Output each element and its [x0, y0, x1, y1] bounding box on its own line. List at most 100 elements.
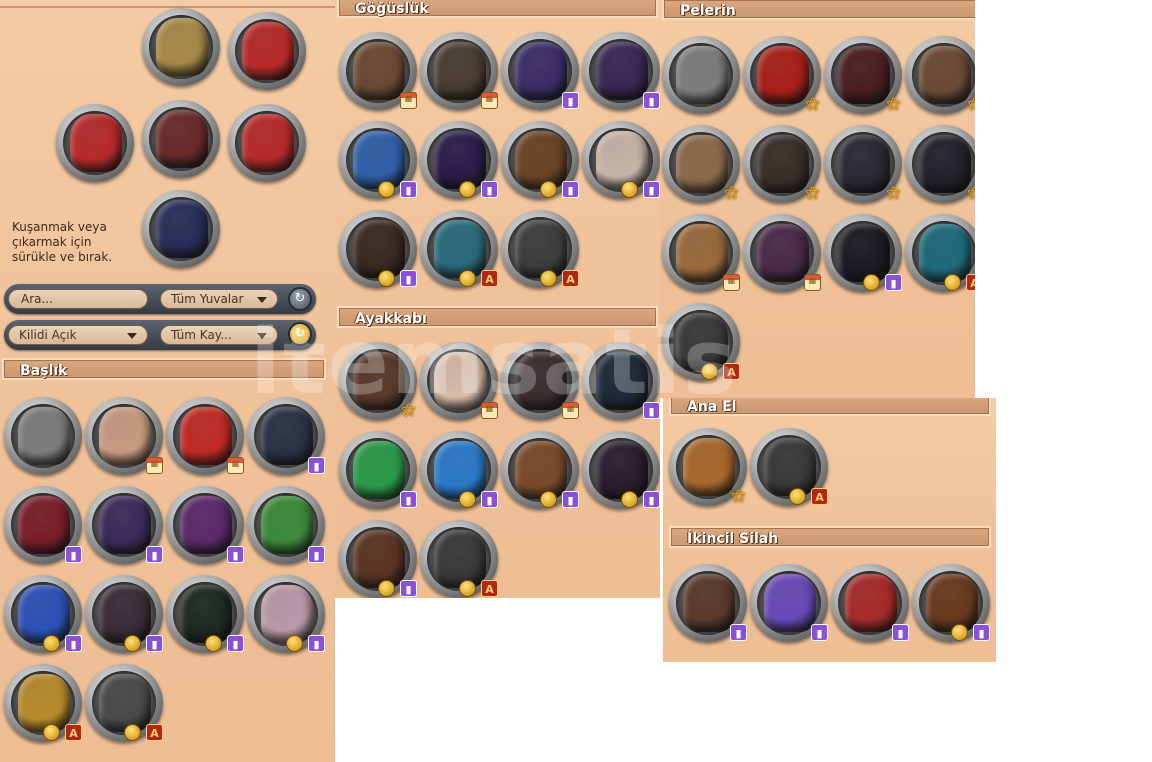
coin-icon: [124, 635, 141, 652]
equipped-banner-right-slot[interactable]: [228, 104, 306, 182]
purple-cap-slot[interactable]: ▮: [166, 486, 244, 564]
sandal-boots-slot[interactable]: ▦: [501, 342, 579, 420]
santa-hat-slot[interactable]: ▦: [166, 397, 244, 475]
white-shirt-slot[interactable]: ▮: [582, 121, 660, 199]
section-header-chest: Göğüslük: [337, 0, 658, 18]
coin-icon: [378, 580, 395, 597]
leather-tunic-slot[interactable]: ▮: [501, 121, 579, 199]
dark-robe-slot[interactable]: ▮: [339, 210, 417, 288]
purple-coat-slot[interactable]: ▮: [501, 32, 579, 110]
fur-cap-slot[interactable]: ▦: [85, 397, 163, 475]
fur-boots-slot[interactable]: ▦: [420, 342, 498, 420]
leather-boots-slot[interactable]: ▮: [339, 520, 417, 598]
green-feather-hat-slot[interactable]: ▮: [166, 575, 244, 653]
reset-sockets-button[interactable]: ↻: [288, 287, 312, 311]
reset-source-button[interactable]: ↻: [288, 322, 312, 346]
equipped-chest-slot[interactable]: [142, 100, 220, 178]
equipped-banner-right-icon: [242, 114, 294, 172]
gold-trim-cape-icon: [838, 224, 890, 282]
refresh-icon: ↻: [294, 291, 306, 306]
brown-boots-slot[interactable]: ⚝: [339, 342, 417, 420]
brown-robe-slot[interactable]: ▦: [339, 32, 417, 110]
brown-sandals-slot[interactable]: ▮: [501, 431, 579, 509]
equipped-cape-slot[interactable]: [228, 12, 306, 90]
equipped-banner-left-slot[interactable]: [56, 104, 134, 182]
dark-dress-slot[interactable]: ▮: [420, 121, 498, 199]
pink-hood-slot[interactable]: ▮: [247, 575, 325, 653]
purple-lantern-slot[interactable]: ▮: [750, 564, 828, 642]
purple-shoes-icon: [596, 441, 648, 499]
sockets-dropdown[interactable]: Tüm Yuvalar: [160, 289, 278, 309]
chevron-down-icon: [257, 297, 267, 303]
blue-gnome-hat-slot[interactable]: ▮: [4, 575, 82, 653]
santa-hat-icon: [180, 407, 232, 465]
search-input[interactable]: Ara...: [8, 289, 148, 309]
hint-line-2: çıkarmak için: [12, 235, 92, 249]
gold-trim-cape-slot[interactable]: ▮: [824, 214, 902, 292]
purple-coat-icon: [515, 42, 567, 100]
coin-icon: [43, 635, 60, 652]
character-panel: Kuşanmak veya çıkarmak için sürükle ve b…: [0, 0, 335, 762]
black-cape-slot[interactable]: ⚝: [905, 125, 975, 203]
source-dropdown[interactable]: Tüm Kay...: [160, 325, 278, 345]
iron-boots-slot[interactable]: A: [420, 520, 498, 598]
green-shoes-slot[interactable]: ▮: [339, 431, 417, 509]
brown-sandals-icon: [515, 441, 567, 499]
feather-hat-slot[interactable]: ▮: [247, 397, 325, 475]
coin-icon: [701, 363, 718, 380]
pirate-hat-slot[interactable]: ▮: [4, 486, 82, 564]
purple-cap-icon: [180, 496, 232, 554]
skeleton-armor-slot[interactable]: ▦: [420, 32, 498, 110]
red-cape-slot[interactable]: ⚝: [743, 36, 821, 114]
dark-red-cape-slot[interactable]: ⚝: [824, 36, 902, 114]
dark-hood-slot[interactable]: ▮: [85, 575, 163, 653]
iron-axe-slot[interactable]: A: [750, 428, 828, 506]
twitch-icon: ▮: [400, 491, 417, 508]
arena-icon: A: [562, 270, 579, 287]
twitch-icon: ▮: [643, 92, 660, 109]
equipped-helmet-slot[interactable]: [142, 8, 220, 86]
basket-cape-slot[interactable]: ▦: [662, 214, 740, 292]
calendar-icon: ▦: [481, 402, 498, 419]
coin-icon: [621, 491, 638, 508]
purple-fur-coat-slot[interactable]: ▮: [582, 32, 660, 110]
twitch-icon: ▮: [562, 92, 579, 109]
purple-shoes-slot[interactable]: ▮: [582, 431, 660, 509]
shadow-cape-icon: [838, 135, 890, 193]
hunt-icon: ⚝: [805, 96, 820, 112]
iron-helm-slot[interactable]: A: [85, 664, 163, 742]
blue-shoes-slot[interactable]: ▮: [420, 431, 498, 509]
hunt-icon: ⚝: [401, 402, 416, 418]
lock-dropdown[interactable]: Kilidi Açık: [8, 325, 148, 345]
locked-helmet-slot[interactable]: [4, 397, 82, 475]
purple-hood-slot[interactable]: ▮: [85, 486, 163, 564]
teal-armor-slot[interactable]: A: [420, 210, 498, 288]
calendar-icon: ▦: [562, 402, 579, 419]
shadow-cape-slot[interactable]: ⚝: [824, 125, 902, 203]
teal-armor-icon: [434, 220, 486, 278]
lute-slot[interactable]: ⚝: [669, 428, 747, 506]
green-gnome-hat-slot[interactable]: ▮: [247, 486, 325, 564]
locked-cape-slot[interactable]: [662, 36, 740, 114]
gold-knight-helm-slot[interactable]: A: [4, 664, 82, 742]
blue-dress-slot[interactable]: ▮: [339, 121, 417, 199]
equipped-boots-slot[interactable]: [142, 190, 220, 268]
hint-line-3: sürükle ve bırak.: [12, 250, 113, 264]
tall-boots-slot[interactable]: ▮: [582, 342, 660, 420]
coin-icon: [621, 181, 638, 198]
iron-armor-slot[interactable]: A: [501, 210, 579, 288]
hunt-icon: ⚝: [967, 96, 975, 112]
dark-brown-cape-slot[interactable]: ⚝: [743, 125, 821, 203]
iron-axe-icon: [764, 438, 816, 496]
purple-cape-slot[interactable]: ▦: [743, 214, 821, 292]
teal-cape-slot[interactable]: A: [905, 214, 975, 292]
twitch-icon: ▮: [400, 270, 417, 287]
tan-cape-slot[interactable]: ⚝: [662, 125, 740, 203]
iron-cape-slot[interactable]: A: [662, 303, 740, 381]
gnarled-staff-slot[interactable]: ▮: [912, 564, 990, 642]
wood-staff-slot[interactable]: ▮: [669, 564, 747, 642]
brown-cape-slot[interactable]: ⚝: [905, 36, 975, 114]
dark-red-cape-icon: [838, 46, 890, 104]
red-lantern-slot[interactable]: ▮: [831, 564, 909, 642]
twitch-icon: ▮: [643, 491, 660, 508]
